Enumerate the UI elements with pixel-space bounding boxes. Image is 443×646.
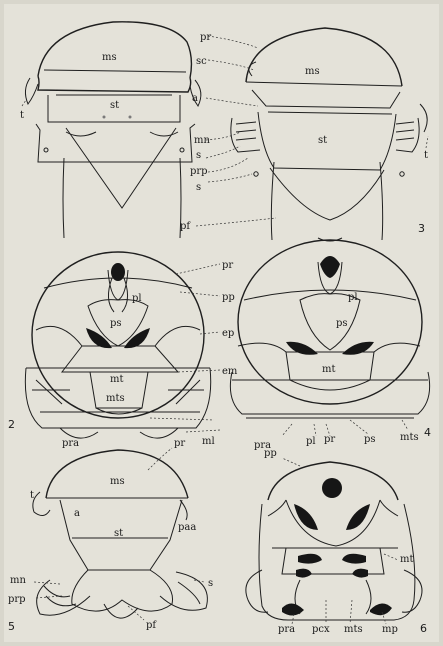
fig3-label-a: a bbox=[192, 93, 198, 104]
fig4-label-pl-top: pl bbox=[348, 292, 358, 303]
fig3-label-st: st bbox=[318, 135, 327, 146]
fig2-label-ep: ep bbox=[222, 328, 234, 339]
fig6-label-mts: mts bbox=[344, 624, 363, 635]
fig3-label-s-lower: s bbox=[196, 182, 201, 193]
fig1-label-t: t bbox=[20, 110, 24, 121]
fig6-label-mt: mt bbox=[400, 554, 414, 565]
fig3-label-prp: prp bbox=[190, 166, 208, 177]
fig3-label-sc: sc bbox=[196, 56, 207, 67]
fig5-label-mn: mn bbox=[10, 575, 26, 586]
fig4-label-ps-top: ps bbox=[336, 318, 348, 329]
fig2-label-ps: ps bbox=[110, 318, 122, 329]
fig6-label-pcx: pcx bbox=[312, 624, 330, 635]
fig2-label-pl: pl bbox=[132, 293, 142, 304]
fig5-label-paa: paa bbox=[178, 522, 196, 533]
fig2-label-pr: pr bbox=[222, 260, 233, 271]
fig3-label-pr: pr bbox=[200, 32, 211, 43]
fig6-label-mp: mp bbox=[382, 624, 398, 635]
fig6-label-pra: pra bbox=[278, 624, 295, 635]
figure-number-2: 2 bbox=[8, 418, 15, 431]
fig2-label-mt: mt bbox=[110, 374, 124, 385]
figure-number-5: 5 bbox=[8, 620, 15, 633]
fig5-label-pf: pf bbox=[146, 620, 157, 631]
fig5-label-s: s bbox=[208, 578, 213, 589]
fig4-label-mts: mts bbox=[400, 432, 419, 443]
fig2-label-em: em bbox=[222, 366, 238, 377]
figure-number-4: 4 bbox=[424, 426, 431, 439]
fig6-label-pp: pp bbox=[264, 448, 277, 459]
fig3-label-t: t bbox=[424, 150, 428, 161]
fig5-label-prp: prp bbox=[8, 594, 26, 605]
fig5-label-a: a bbox=[74, 508, 80, 519]
fig3-label-s-upper: s bbox=[196, 150, 201, 161]
fig2-label-pra: pra bbox=[62, 438, 79, 449]
fig2-label-ml: ml bbox=[202, 436, 215, 447]
fig2-label-mts: mts bbox=[106, 393, 125, 404]
fig5-label-st: st bbox=[114, 528, 123, 539]
figure-number-6: 6 bbox=[420, 622, 427, 635]
fig3-label-pf: pf bbox=[180, 221, 191, 232]
fig4-label-ps-bottom: ps bbox=[364, 434, 376, 445]
fig1-label-ms: ms bbox=[102, 52, 117, 63]
fig4-label-pl-bottom: pl bbox=[306, 436, 316, 447]
figure-number-3: 3 bbox=[418, 222, 425, 235]
fig4-label-pr-bottom: pr bbox=[324, 434, 335, 445]
fig3-label-ms: ms bbox=[305, 66, 320, 77]
fig5-label-t: t bbox=[30, 490, 34, 501]
fig3-label-mn: mn bbox=[194, 135, 210, 146]
fig1-label-st: st bbox=[110, 100, 119, 111]
fig4-label-mt: mt bbox=[322, 364, 336, 375]
fig5-label-ms: ms bbox=[110, 476, 125, 487]
fig5-label-pr: pr bbox=[174, 438, 185, 449]
fig2-label-pp: pp bbox=[222, 292, 235, 303]
